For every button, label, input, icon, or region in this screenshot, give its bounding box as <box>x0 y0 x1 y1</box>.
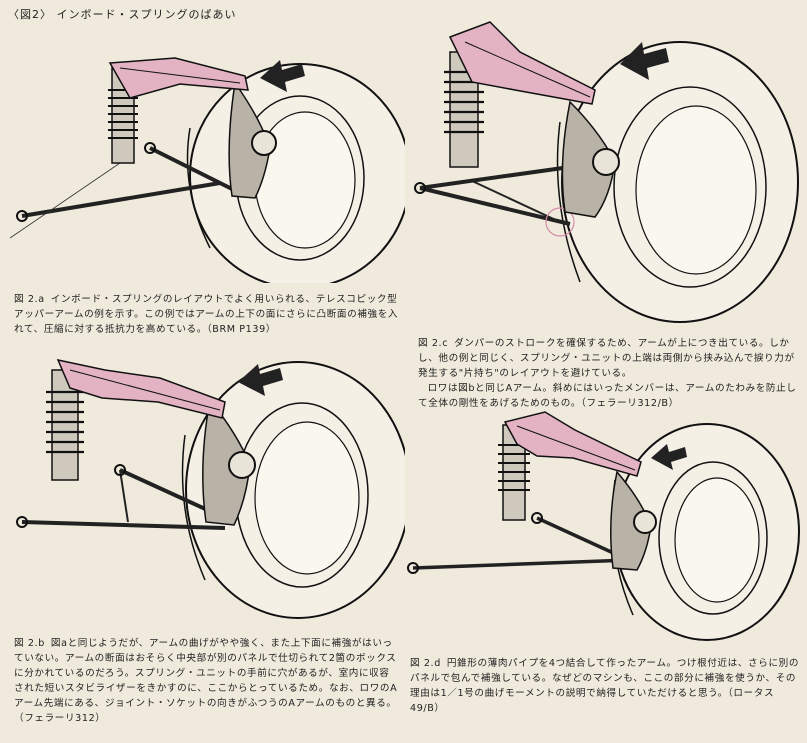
caption-2d-label: 図 2.d <box>410 658 441 669</box>
direction-arrow-icon <box>238 364 283 396</box>
figure-2c-illustration <box>410 12 805 327</box>
suspension-drawing-2b <box>16 358 405 619</box>
caption-2b-label: 図 2.b <box>14 638 45 649</box>
suspension-drawing-2c <box>414 21 799 323</box>
suspension-drawing-2a <box>10 57 405 283</box>
page-title: 〈図2〉 インボード・スプリングのばあい <box>8 8 237 21</box>
caption-2d-paragraph: 円錐形の薄肉パイプを4つ結合して作ったアーム。つけ根付近は、さらに別のパネルで包… <box>410 658 800 714</box>
direction-arrow-icon <box>620 42 669 80</box>
figure-2a-illustration <box>10 28 405 283</box>
suspension-drawing-2d <box>407 411 800 641</box>
caption-2a-paragraph: インボード・スプリングのレイアウトでよく用いられる、テレスコピック型アッパーアー… <box>14 294 399 335</box>
caption-2c-paragraph-2: ロワは図bと同じAアーム。斜めにはいったメンバーは、アームのたわみを防止して全体… <box>418 383 797 409</box>
caption-2c-paragraph-1: ダンパーのストロークを確保するため、アームが上につき出ている。しかし、他の例と同… <box>418 338 795 379</box>
figure-2b-illustration <box>10 340 405 625</box>
caption-2b-paragraph: 図aと同じようだが、アームの曲げがやや強く、また上下面に補強がはいっていない。ア… <box>14 638 398 724</box>
caption-2c-label: 図 2.c <box>418 338 449 349</box>
direction-arrow-icon <box>260 60 305 92</box>
figure-2d-illustration <box>405 400 805 645</box>
caption-2a-label: 図 2.a <box>14 294 45 305</box>
direction-arrow-icon <box>651 444 687 470</box>
